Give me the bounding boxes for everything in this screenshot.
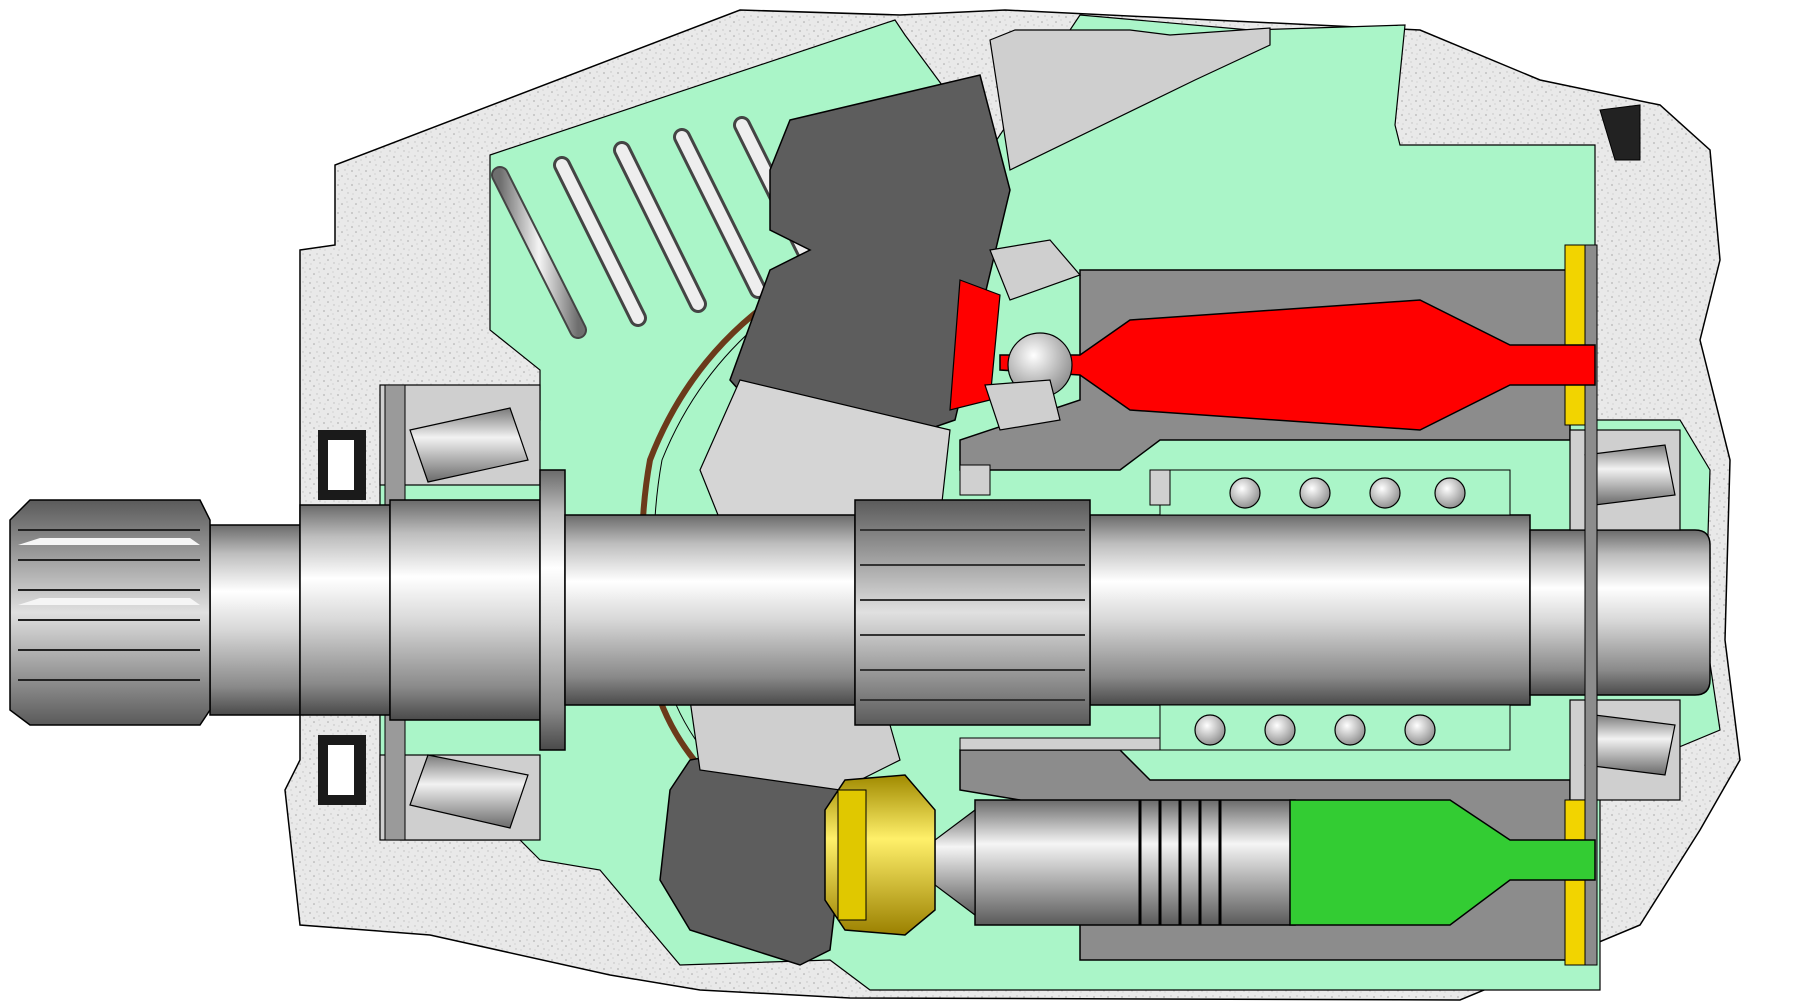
cover-plate [989,27,1271,171]
return-spring [491,116,827,339]
shaft-spline [9,499,211,726]
slipper [824,774,936,936]
cylinder-spline [854,499,1091,726]
centering-spring [1194,477,1466,746]
pin-upper [959,464,991,496]
cover-edge [1599,104,1641,161]
shaft-seal [318,430,366,805]
swashplate [729,74,1011,471]
piston-low-pressure [934,799,1596,926]
piston-high-pressure [949,239,1596,431]
rod-lower [959,737,1161,751]
drive-shaft [209,469,1711,751]
rod-upper [1149,469,1171,506]
